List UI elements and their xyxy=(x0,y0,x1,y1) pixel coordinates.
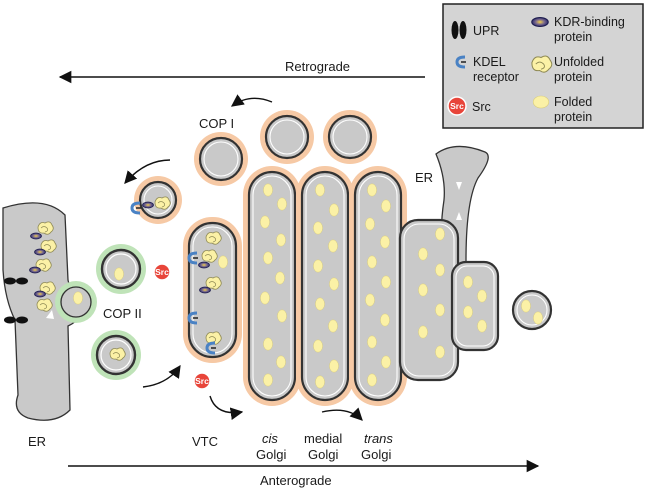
cop1-label: COP I xyxy=(199,116,234,131)
secretory-vesicle xyxy=(511,289,553,331)
vtc-label: VTC xyxy=(192,434,218,449)
legend-kdr-1: KDR-binding xyxy=(554,15,625,29)
legend-upr: UPR xyxy=(473,24,499,38)
cis-label: cis xyxy=(262,431,278,446)
svg-text:Src: Src xyxy=(450,101,464,111)
upr-icon xyxy=(4,277,28,324)
vtc-to-cis-arrow xyxy=(209,395,244,420)
legend-unfolded-1: Unfolded xyxy=(554,55,604,69)
legend-kdel-1: KDEL xyxy=(473,55,506,69)
kdr-binding-protein-icon xyxy=(531,16,549,28)
legend-kdr-2: protein xyxy=(554,30,592,44)
svg-text:Src: Src xyxy=(155,267,169,277)
trans-golgi-cisterna xyxy=(349,166,407,406)
unfolded-protein-icon xyxy=(531,55,553,73)
medial-to-trans-arrow xyxy=(321,407,363,421)
medial-golgi-label: Golgi xyxy=(308,447,338,462)
cop2-vesicle-budding xyxy=(55,281,97,323)
trans-label: trans xyxy=(364,431,393,446)
vtc xyxy=(183,217,242,363)
legend-kdel-2: receptor xyxy=(473,70,519,84)
folded-protein-icon xyxy=(532,95,550,109)
retrograde-label: Retrograde xyxy=(285,59,350,74)
cop2-to-vtc-arrow xyxy=(142,364,181,388)
cop2-vesicle-2 xyxy=(91,330,141,380)
cop1-vesicle-2 xyxy=(260,110,314,164)
er-left xyxy=(2,202,85,421)
trans-golgi-label: Golgi xyxy=(361,447,391,462)
trans-golgi-network-2 xyxy=(450,260,500,352)
cis-golgi-label: Golgi xyxy=(256,447,286,462)
medial-label: medial xyxy=(304,431,342,446)
trans-golgi-network-1 xyxy=(398,218,460,382)
cop1-vesicle-retrograde xyxy=(130,176,182,224)
legend-folded-2: protein xyxy=(554,110,592,124)
cop1-vesicle-3 xyxy=(323,110,377,164)
legend-src: Src xyxy=(472,100,491,114)
cop1-arrow-1 xyxy=(230,94,273,107)
er-left-label: ER xyxy=(28,434,46,449)
legend: UPR KDEL receptor Src Src KDR-binding pr… xyxy=(442,3,644,129)
kdel-receptor-icon xyxy=(455,55,468,69)
legend-folded-1: Folded xyxy=(554,95,592,109)
svg-text:Src: Src xyxy=(195,376,209,386)
cop1-arrow-2 xyxy=(124,159,171,184)
cop1-vesicle-1 xyxy=(194,132,248,186)
src-icon: Src xyxy=(193,372,211,390)
src-icon: Src xyxy=(447,96,467,116)
medial-golgi-cisterna xyxy=(296,166,354,406)
cis-golgi-cisterna xyxy=(243,166,301,406)
er-right-label: ER xyxy=(415,170,433,185)
legend-unfolded-2: protein xyxy=(554,70,592,84)
src-icon: Src xyxy=(153,263,171,281)
cop2-vesicle-1 xyxy=(96,244,146,294)
upr-icon xyxy=(451,21,467,39)
anterograde-label: Anterograde xyxy=(260,473,332,488)
cop2-label: COP II xyxy=(103,306,142,321)
